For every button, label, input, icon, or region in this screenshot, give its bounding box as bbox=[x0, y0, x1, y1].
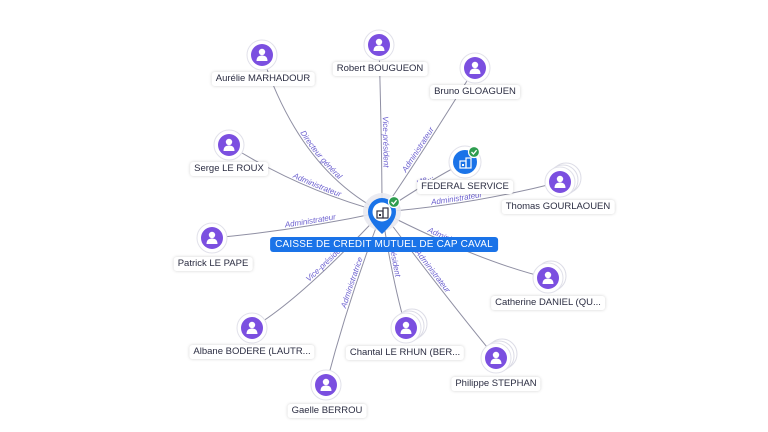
relation-edge bbox=[381, 211, 497, 359]
verified-check-icon bbox=[467, 145, 481, 159]
relation-role-label: Administrateur bbox=[283, 212, 337, 229]
company-name-label[interactable]: FEDERAL SERVICE bbox=[417, 180, 513, 194]
person-icon bbox=[223, 138, 235, 151]
person-name-label[interactable]: Bruno GLOAGUEN bbox=[430, 85, 520, 99]
person-node[interactable] bbox=[236, 312, 268, 344]
relation-edge bbox=[325, 211, 383, 386]
person-icon bbox=[400, 321, 412, 334]
person-node[interactable] bbox=[544, 162, 582, 198]
person-name-label[interactable]: Philippe STEPHAN bbox=[451, 377, 541, 391]
person-node[interactable] bbox=[246, 39, 278, 71]
person-icon bbox=[373, 38, 385, 51]
person-node[interactable] bbox=[310, 369, 342, 401]
person-icon bbox=[206, 231, 218, 244]
relation-edge bbox=[381, 181, 561, 213]
person-icon bbox=[246, 321, 258, 334]
relation-edge bbox=[381, 211, 549, 279]
relation-edge bbox=[211, 211, 383, 239]
person-name-label[interactable]: Aurélie MARHADOUR bbox=[211, 72, 315, 86]
person-icon bbox=[469, 61, 481, 74]
center-company-label[interactable]: CAISSE DE CREDIT MUTUEL DE CAP CAVAL bbox=[270, 237, 498, 252]
person-name-label[interactable]: Serge LE ROUX bbox=[190, 162, 268, 176]
relation-role-label: Vice-président bbox=[381, 116, 391, 168]
person-node[interactable] bbox=[390, 308, 428, 344]
relation-role-label: Administrateur bbox=[413, 247, 452, 294]
person-node[interactable] bbox=[532, 260, 567, 294]
person-icon bbox=[542, 271, 554, 284]
relation-role-label: Directeur général bbox=[298, 129, 343, 181]
person-node[interactable] bbox=[480, 338, 518, 374]
person-name-label[interactable]: Patrick LE PAPE bbox=[173, 257, 253, 271]
company-node[interactable] bbox=[448, 145, 482, 179]
person-icon bbox=[554, 175, 566, 188]
person-name-label[interactable]: Albane BODERE (LAUTR... bbox=[189, 345, 315, 359]
person-icon bbox=[490, 351, 502, 364]
person-node[interactable] bbox=[363, 29, 395, 61]
relation-role-label: Administrateur bbox=[400, 125, 436, 174]
person-node[interactable] bbox=[459, 52, 491, 84]
company-icon bbox=[376, 207, 389, 219]
center-company-node[interactable] bbox=[363, 193, 401, 234]
verified-check-icon bbox=[387, 195, 401, 209]
person-name-label[interactable]: Chantal LE RHUN (BER... bbox=[345, 346, 465, 360]
person-name-label[interactable]: Catherine DANIEL (QU... bbox=[491, 296, 605, 310]
person-node[interactable] bbox=[196, 222, 228, 254]
relation-edge bbox=[228, 144, 383, 213]
person-name-label[interactable]: Thomas GOURLAOUEN bbox=[501, 200, 615, 214]
person-icon bbox=[256, 48, 268, 61]
company-icon bbox=[459, 157, 472, 169]
person-icon bbox=[320, 378, 332, 391]
relation-role-label: Administratrice bbox=[339, 255, 365, 310]
person-name-label[interactable]: Gaelle BERROU bbox=[287, 404, 367, 418]
person-node[interactable] bbox=[213, 129, 245, 161]
person-name-label[interactable]: Robert BOUGUEON bbox=[332, 62, 428, 76]
